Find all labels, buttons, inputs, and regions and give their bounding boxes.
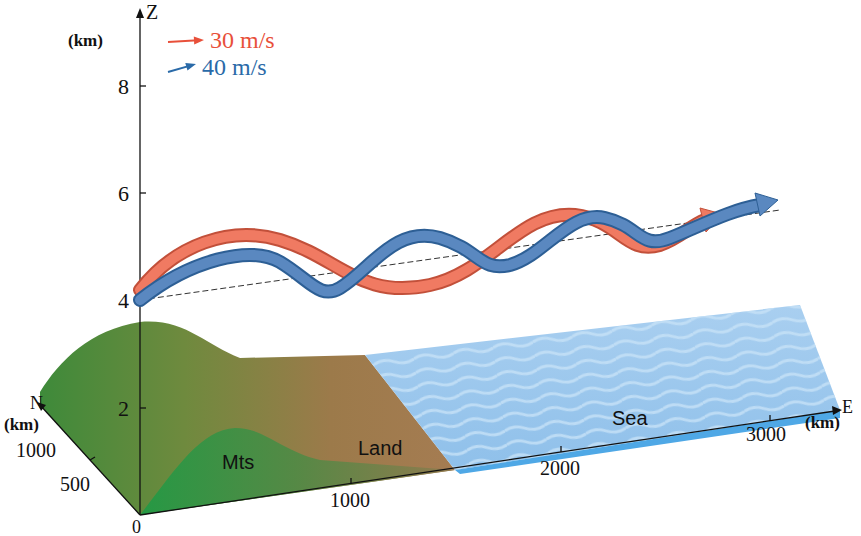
unit-label: (km) (68, 32, 103, 49)
legend-text: 40 m/s (202, 55, 267, 79)
tick-value: 8 (118, 76, 129, 98)
tick-value: 2000 (540, 458, 580, 478)
region-label: Mts (222, 452, 254, 472)
tick-value: 0 (132, 518, 141, 536)
tick-value: 3000 (746, 424, 786, 444)
region-label: Land (358, 438, 403, 458)
region-label: Sea (612, 408, 648, 428)
tick-value: 1000 (16, 440, 56, 460)
tick-value: 4 (118, 290, 129, 312)
axis-name: Z (146, 2, 158, 22)
legend-text: 30 m/s (210, 28, 275, 52)
axis-name: E (842, 398, 853, 416)
unit-label: (km) (805, 414, 840, 431)
tick-value: 1000 (330, 490, 370, 510)
tick-value: 500 (60, 474, 90, 494)
unit-label: (km) (4, 416, 39, 433)
tick-value: 6 (118, 183, 129, 205)
axis-name: N (30, 394, 43, 412)
tick-value: 2 (118, 398, 129, 420)
